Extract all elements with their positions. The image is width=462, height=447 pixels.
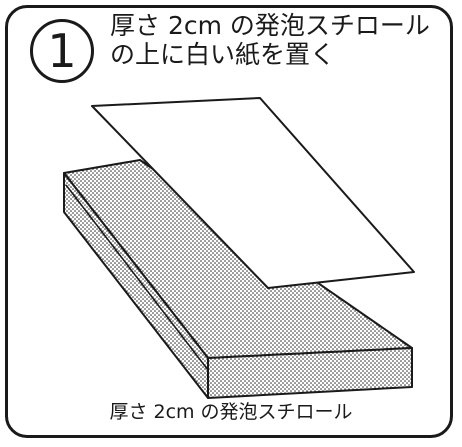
foam-board-edge-line: [65, 184, 209, 371]
foam-board-caption: 厚さ 2cm の発泡スチロール: [109, 401, 353, 423]
white-paper-sheet: [91, 97, 415, 289]
step-number: 1: [47, 24, 77, 78]
instruction-heading: 厚さ 2cm の発泡スチロール の上に白い紙を置く: [110, 11, 430, 69]
step-number-badge: 1: [30, 19, 94, 83]
instruction-line-2: の上に白い紙を置く: [110, 40, 336, 69]
instruction-line-1: 厚さ 2cm の発泡スチロール: [110, 11, 430, 40]
foam-board-front-face: [207, 347, 413, 399]
